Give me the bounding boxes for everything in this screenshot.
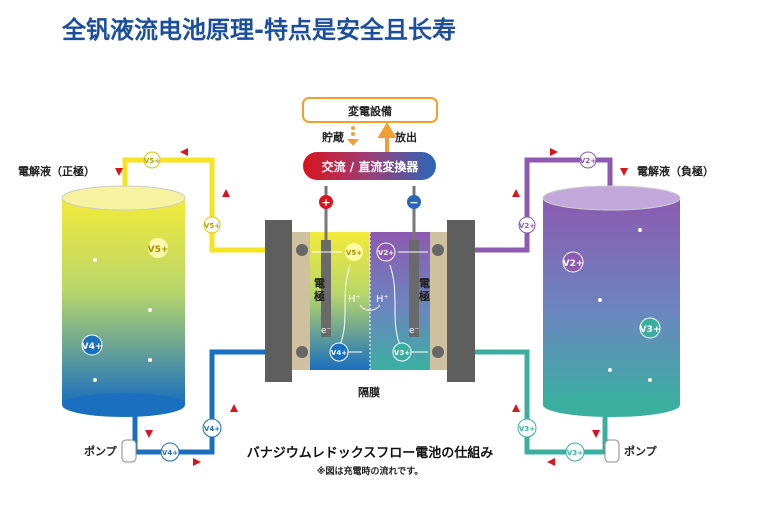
discharge-label: 放出 bbox=[394, 130, 417, 144]
tank-positive bbox=[61, 185, 186, 417]
ion-badge-v4-pipe: V4+ bbox=[204, 425, 220, 433]
pump-left-icon bbox=[121, 439, 137, 463]
pipe-v5 bbox=[122, 157, 300, 253]
pipe-v4 bbox=[132, 349, 300, 455]
ion-v2-tank: V2+ bbox=[563, 259, 584, 269]
ion-badge-v3-pipe: V3+ bbox=[519, 425, 535, 433]
flow-arrow-icons bbox=[115, 148, 628, 466]
electrode-left-label-1: 電 bbox=[314, 277, 325, 290]
diagram-caption: バナジウムレドックスフロー電池の仕組み bbox=[247, 445, 494, 461]
pump-right-icon bbox=[604, 439, 620, 463]
ion-v5-tank: V5+ bbox=[148, 245, 169, 255]
ion-v3-tank: V3+ bbox=[640, 325, 661, 335]
ion-badge-v2-pipe: V2+ bbox=[580, 157, 596, 165]
ion-badge-v5-pipe: V5+ bbox=[144, 157, 160, 165]
minus-terminal-icon bbox=[407, 195, 421, 209]
diagram-note: ※図は充電時の流れです。 bbox=[317, 465, 424, 477]
electrode-right-label-2: 極 bbox=[418, 289, 430, 303]
ion-badge-v4-pipe2: V4+ bbox=[162, 449, 178, 457]
cell bbox=[265, 186, 475, 382]
minus-sign: − bbox=[409, 196, 418, 209]
electron-right: e⁻ bbox=[409, 326, 420, 336]
converter-label: 交流 / 直流変換器 bbox=[322, 159, 420, 174]
ion-v5-cell: V5+ bbox=[346, 249, 362, 257]
electron-left: e⁻ bbox=[321, 326, 332, 336]
store-label: 貯蔵 bbox=[322, 130, 344, 144]
ion-v2-cell: V2+ bbox=[378, 249, 394, 257]
power-equipment-box bbox=[302, 97, 438, 123]
ion-v4-cell: V4+ bbox=[331, 349, 347, 357]
ion-badge-v2-pipe2: V2+ bbox=[519, 222, 535, 230]
ion-v4-tank: V4+ bbox=[82, 342, 103, 352]
page-title: 全钒液流电池原理-特点是安全且长寿 bbox=[61, 16, 456, 44]
ion-v3-cell: V3+ bbox=[394, 349, 410, 357]
store-arrow-icon bbox=[347, 126, 359, 146]
pump-right-label: ポンプ bbox=[624, 444, 658, 458]
ion-badge-v5-pipe2: V5+ bbox=[204, 222, 220, 230]
electrolyte-negative-label: 電解液（負極） bbox=[637, 164, 714, 178]
power-equipment-label: 変電設備 bbox=[348, 104, 392, 118]
converter-box bbox=[303, 152, 436, 180]
proton-left: H⁺ bbox=[348, 294, 361, 305]
membrane-label: 隔膜 bbox=[358, 385, 380, 399]
ion-badge-v3-pipe2: V3+ bbox=[567, 449, 583, 457]
pipe-v3 bbox=[440, 349, 608, 455]
electrode-left bbox=[321, 240, 331, 337]
tank-negative bbox=[542, 185, 681, 417]
electrolyte-positive-label: 電解液（正極） bbox=[18, 164, 95, 178]
electrode-right bbox=[409, 240, 419, 337]
plus-sign: + bbox=[321, 196, 330, 209]
pipe-v2 bbox=[440, 157, 613, 253]
electrode-right-label-1: 電 bbox=[419, 277, 430, 290]
discharge-arrow-icon bbox=[377, 122, 397, 152]
pump-left-label: ポンプ bbox=[84, 444, 118, 458]
pipes bbox=[122, 157, 613, 455]
proton-right: H⁺ bbox=[376, 294, 389, 305]
plus-terminal-icon bbox=[319, 195, 333, 209]
electrode-left-label-2: 極 bbox=[313, 289, 325, 303]
